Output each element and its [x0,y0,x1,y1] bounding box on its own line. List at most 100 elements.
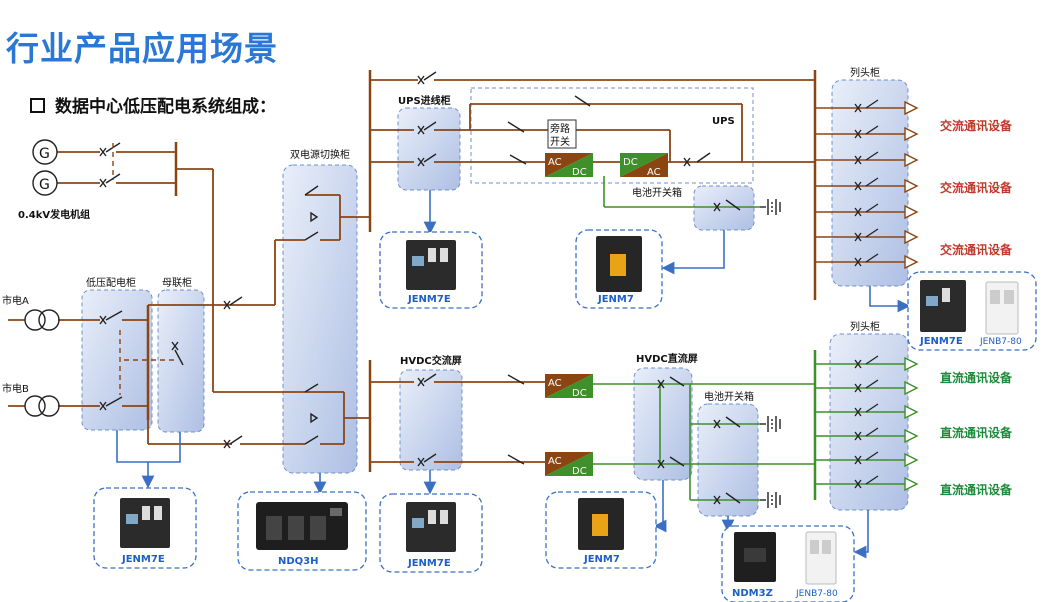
breaker-grid-b [99,396,123,411]
ats-switch-bottom [304,383,319,445]
generator-symbol: G [39,177,50,193]
bypass-switch-label-2: 开关 [550,135,570,148]
switch-bypass [507,121,525,133]
grid-b-label: 市电B [2,382,29,395]
ac-equipment-label: 交流通讯设备 [940,242,1013,257]
ups-inlet-cabinet-label: UPS进线柜 [398,94,451,107]
hvdc-dc-screen-label: HVDC直流屏 [636,352,698,365]
hvdc-ac-screen-label: HVDC交流屏 [400,354,462,367]
breaker-feeder-b [223,435,243,449]
breaker-image-jenm7e-ups [406,240,456,290]
section-subtitle: 数据中心低压配电系统组成： [30,92,276,117]
battery-box-bottom-label: 电池开关箱 [704,390,754,403]
breaker-feeder-a [223,296,243,310]
product-label-ups-battery: JENM7 [597,294,634,305]
transformer-a-icon [24,309,60,331]
generator-2: G [32,170,58,196]
low-voltage-cabinet-label: 低压配电柜 [86,276,136,289]
breaker-image-jenb7-col [985,281,1019,335]
column-top-arrows [904,100,919,270]
switch-ups-out [683,152,711,167]
dual-power-cabinet-label: 双电源切换柜 [290,148,350,161]
product-label-hvdc-battery: JENM7 [583,554,620,565]
dc-wiring [593,176,905,501]
column-bottom-arrows [904,356,919,492]
product-label-column-bottom-2: JENB7-80 [795,589,838,599]
breaker-image-jenb7-bottom [805,531,837,585]
product-label-lv: JENM7E [121,554,165,565]
breaker-hvdc-dc1 [657,376,685,389]
breaker-battery-bottom1 [713,416,741,429]
ac-equipment-label: 交流通讯设备 [940,118,1013,133]
ac-wiring [8,70,817,472]
switch-ups-top [574,95,591,107]
generator-icon [32,170,58,196]
switch-hvdc-in2 [507,454,525,465]
grid-a-label: 市电A [2,294,29,307]
column-cabinet-bottom-label: 列头柜 [850,320,880,333]
converter-ac-text: AC [548,157,562,168]
converter-rectifier: AC DC [545,153,593,178]
product-label-column-top-2: JENB7-80 [979,337,1022,347]
hvdc-ac-panel [399,369,463,471]
breaker-image-jenm7-hvdc [578,498,624,550]
breaker-ups-in2 [417,153,437,167]
ups-label: UPS [712,116,735,127]
product-label-ats: NDQ3H [278,556,319,567]
bus-tie-cabinet-label: 母联柜 [162,276,192,289]
generator-icon [32,139,58,165]
battery-box-top-label: 电池开关箱 [632,186,682,199]
column-cabinet-bottom-panel [829,333,909,511]
switch-hvdc-in1 [507,374,525,385]
generator-set-label: 0.4kV发电机组 [18,208,90,221]
breaker-hvdc-dc2 [657,456,685,469]
panels [81,79,909,517]
converter-dc-text: DC [572,388,587,399]
generator-symbol: G [39,146,50,162]
breaker-battery-bottom2 [713,492,741,505]
battery-icon-bottom-1 [760,416,781,432]
converter-hvdc-2: AC DC [545,452,593,477]
ac-equipment-label: 交流通讯设备 [940,180,1013,195]
switch-rectifier-in [509,154,527,165]
column-cabinet-top-label: 列头柜 [850,66,880,79]
converter-dc-text: DC [572,167,587,178]
low-voltage-cabinet-panel [81,289,153,431]
breaker-upper-main [417,71,437,85]
converter-dc-text: DC [623,157,638,168]
breaker-image-ndq3h [256,502,348,550]
product-label-hvdc-ac: JENM7E [407,558,451,569]
dc-equipment-label: 直流通讯设备 [940,482,1013,497]
breaker-hvdc-ac1 [417,373,437,387]
breaker-gen2 [99,173,121,188]
breaker-hvdc-ac2 [417,453,437,467]
ups-inlet-panel [397,107,461,191]
bypass-switch-box [547,119,577,149]
breaker-image-jenm7e-col [920,280,966,332]
product-label-ups-inlet: JENM7E [407,294,451,305]
breaker-ups-in1 [417,121,437,135]
battery-icon-top [760,199,781,215]
battery-box-top-panel [693,185,755,231]
breaker-battery-top [713,199,741,212]
column-bottom-breakers [854,355,879,489]
converter-dc-text: DC [572,466,587,477]
converter-inverter: DC AC [620,153,668,178]
interlock-lines [112,143,176,395]
ats-switch-top [304,185,319,241]
page-title: 行业产品应用场景 [6,29,278,68]
transformer-b-icon [24,395,60,417]
dc-equipment-label: 直流通讯设备 [940,370,1013,385]
square-bullet-icon [30,98,45,113]
breaker-image-jenm7e-lv [120,498,170,548]
converter-ac-text: AC [647,167,661,178]
product-links [116,190,911,559]
bypass-switch-label-1: 旁路 [550,122,570,135]
ups-dashed-box [470,87,754,184]
breaker-bus-tie [171,341,184,366]
breaker-image-jenm7-ups [596,236,642,292]
converter-ac-text: AC [548,378,562,389]
dc-equipment-label: 直流通讯设备 [940,425,1013,440]
converter-ac-text: AC [548,456,562,467]
